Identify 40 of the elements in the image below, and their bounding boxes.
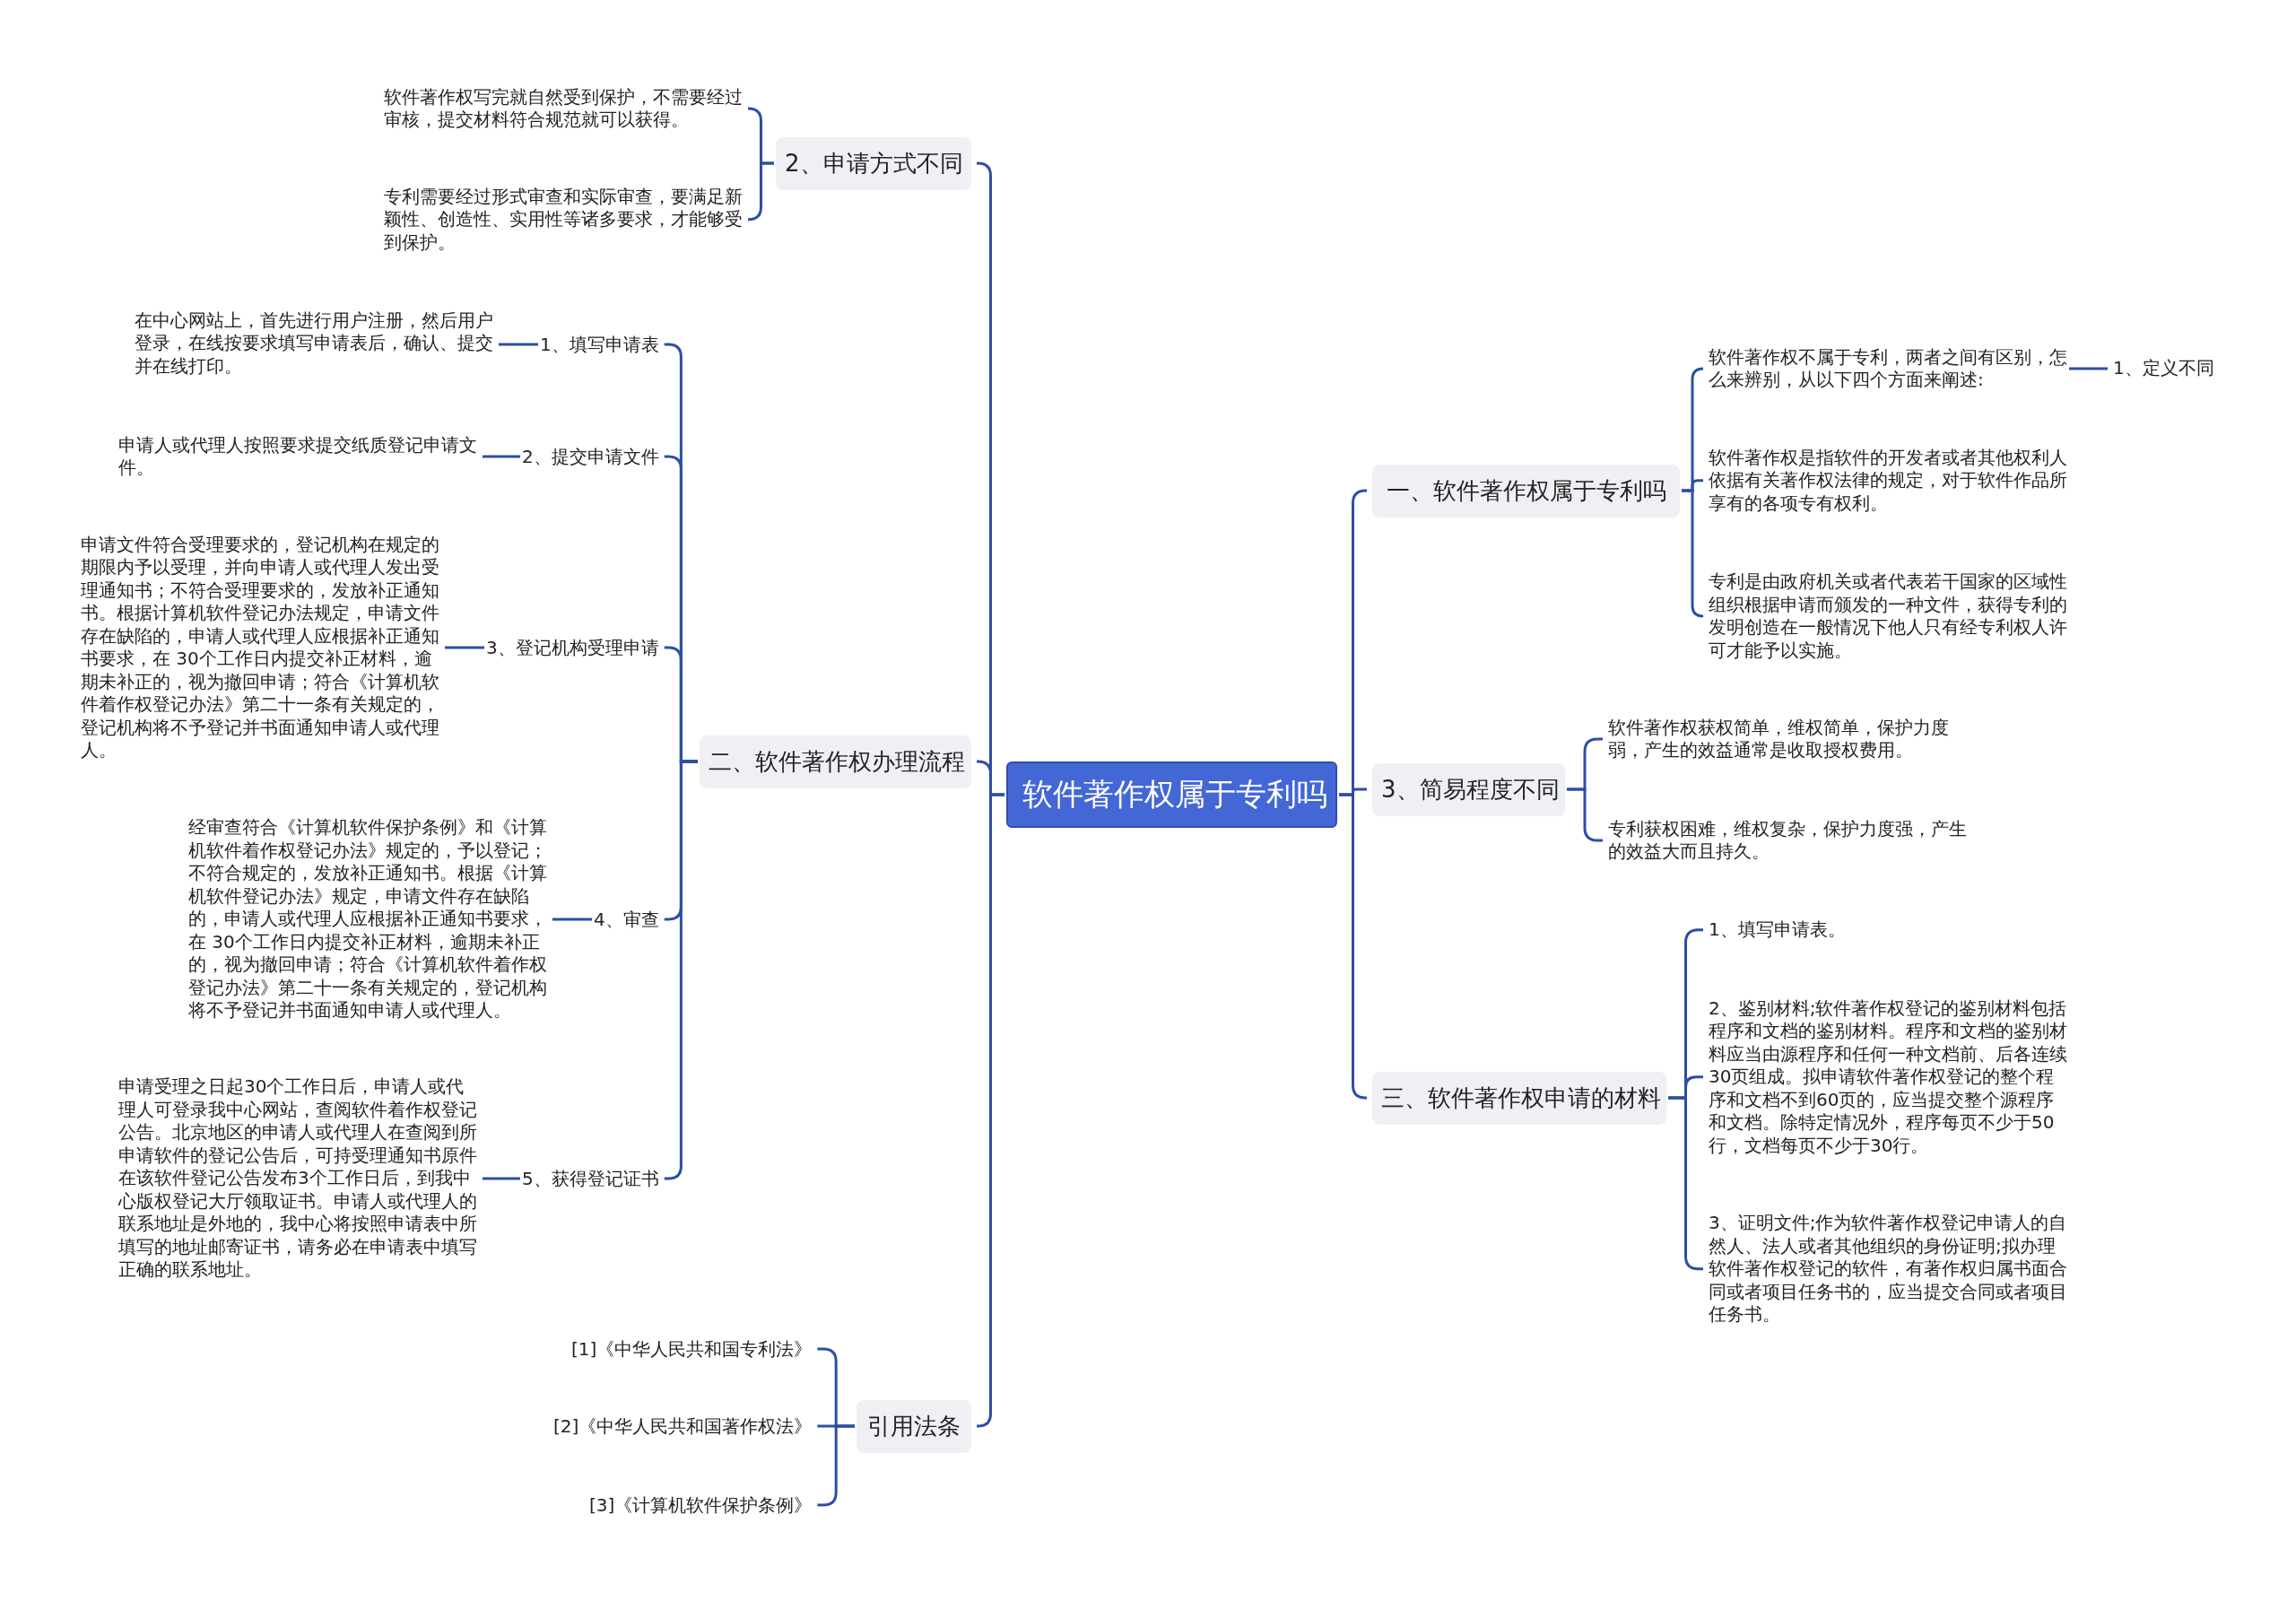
connector-line xyxy=(1682,489,1705,618)
connector-line xyxy=(747,161,774,222)
subtopic-text: [2]《中华人民共和国著作权法》 xyxy=(553,1414,813,1439)
note-text: 在中心网站上，首先进行用户注册，然后用户登录，在线按要求填写申请表后，确认、提交并在线打印。 xyxy=(135,309,493,378)
note-text: 1、填写申请表。 xyxy=(1709,918,2067,942)
note-text: 软件著作权不属于专利，两者之间有区别，怎么来辨别，从以下四个方面来阐述: xyxy=(1709,345,2067,392)
subtopic-text: 2、提交申请文件 xyxy=(522,444,659,469)
subtopic-text: 1、填写申请表 xyxy=(540,332,659,357)
connector-line xyxy=(499,343,538,346)
connector-line xyxy=(445,646,484,649)
connector-line xyxy=(552,918,592,921)
connector-line xyxy=(2069,367,2108,370)
topic-box: 3、简易程度不同 xyxy=(1372,762,1565,816)
subtopic-text: 4、审查 xyxy=(594,907,659,932)
subtopic-text: 3、登记机构受理申请 xyxy=(486,635,659,660)
note-text: 专利需要经过形式审查和实际审查，要满足新颖性、创造性、实用性等诸多要求，才能够受到保护。 xyxy=(384,185,743,254)
note-text: 2、鉴别材料;软件著作权登记的鉴别材料包括程序和文档的鉴别材料。程序和文档的鉴别材料应当由源程序和任何一种文档前、后各连续30页组成。拟申请软件著作权登记的整个程序和文档不到60页的，应当提交整个源程序和文档。除特定情况外，程序每页不少于50行，文档每页不少于30行。 xyxy=(1709,996,2067,1157)
note-text: 申请文件符合受理要求的，登记机构在规定的期限内予以受理，并向申请人或代理人发出受理通知书；不符合受理要求的，发放补正通知书。根据计算机软件登记办法规定，申请文件存在缺陷的，申请人或代理人应根据补正通知书要求，在 30个工作日内提交补正材料，逾期未补正的，视为撤回申请；符合《计算机软件着作权登记办法》第二十一条有关规定的，登记机构将不予登记并书面通知申请人或代理人。 xyxy=(81,533,439,762)
subtopic-text: 1、定义不同 xyxy=(2113,355,2214,380)
connector-line xyxy=(483,455,520,458)
central-topic-box: 软件著作权属于专利吗 xyxy=(1006,761,1337,828)
subtopic-text: [3]《计算机软件保护条例》 xyxy=(589,1492,813,1518)
note-text: 申请受理之日起30个工作日后，申请人或代理人可登录我中心网站，查阅软件着作权登记公告。北京地区的申请人或代理人在查阅到所申请软件的登记公告后，可持受理通知书原件在该软件登记公告发布3个工作日后，到我中心版权登记大厅领取证书。申请人或代理人的联系地址是外地的，我中心将按照申请表中所填写的地址邮寄证书，请务必在申请表中填写正确的联系地址。 xyxy=(118,1075,477,1282)
topic-box: 2、申请方式不同 xyxy=(776,136,971,190)
connector-line xyxy=(483,1177,520,1180)
subtopic-text: 5、获得登记证书 xyxy=(522,1166,659,1191)
note-text: 3、证明文件;作为软件著作权登记申请人的自然人、法人或者其他组织的身份证明;拟办理软件著作权登记的软件，有著作权归属书面合同或者项目任务书的，应当提交合同或者项目任务书。 xyxy=(1709,1212,2067,1327)
topic-box: 二、软件著作权办理流程 xyxy=(700,735,971,788)
note-text: 申请人或代理人按照要求提交纸质登记申请文件。 xyxy=(118,433,477,480)
note-text: 专利是由政府机关或者代表若干国家的区域性组织根据申请而颁发的一种文件，获得专利的发明创造在一般情况下他人只有经专利权人许可才能予以实施。 xyxy=(1709,570,2067,662)
connector-line xyxy=(1339,793,1368,1100)
topic-box: 引用法条 xyxy=(857,1399,971,1453)
topic-box: 三、软件著作权申请的材料 xyxy=(1372,1071,1666,1125)
subtopic-text: [1]《中华人民共和国专利法》 xyxy=(571,1336,813,1362)
note-text: 专利获权困难，维权复杂，保护力度强，产生的效益大而且持久。 xyxy=(1608,817,1971,864)
note-text: 软件著作权是指软件的开发者或者其他权利人依据有关著作权法律的规定，对于软件作品所享有的各项专有权利。 xyxy=(1709,446,2067,515)
topic-box: 一、软件著作权属于专利吗 xyxy=(1372,464,1680,518)
note-text: 软件著作权获权简单，维权简单，保护力度弱，产生的效益通常是收取授权费用。 xyxy=(1608,716,1971,762)
note-text: 经审查符合《计算机软件保护条例》和《计算机软件着作权登记办法》规定的，予以登记；不符合规定的，发放补正通知书。根据《计算机软件登记办法》规定，申请文件存在缺陷的，申请人或代理人应根据补正通知书要求，在 30个工作日内提交补正材料，逾期未补正的，视为撤回申请；符合《计算机软件着作权登记办法》第二十一条有关规定的，登记机构将不予登记并书面通知申请人或代理人。 xyxy=(188,816,547,1022)
note-text: 软件著作权写完就自然受到保护，不需要经过审核，提交材料符合规范就可以获得。 xyxy=(384,85,743,132)
